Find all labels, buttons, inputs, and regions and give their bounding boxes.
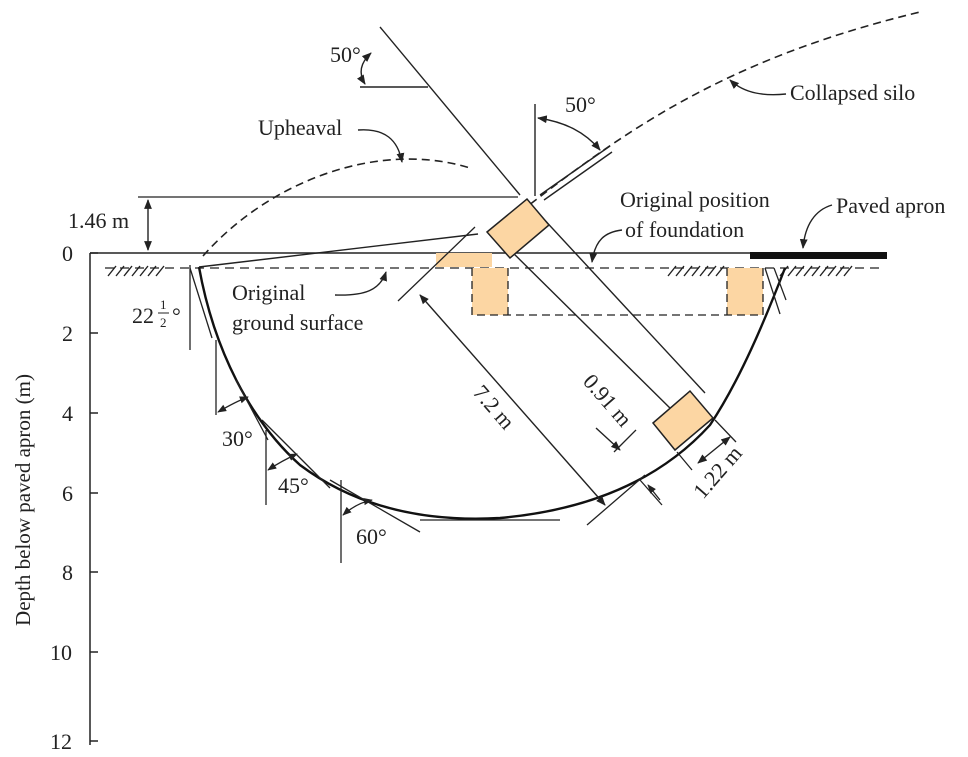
upheaved-soil-line (198, 233, 479, 268)
angle-22-deg: ° (172, 303, 181, 328)
upheaval-curve (202, 158, 471, 257)
tick-label-4: 4 (62, 401, 73, 426)
tick-label-2: 2 (62, 321, 73, 346)
angle-50-right-label: 50° (565, 92, 596, 117)
tick-label-6: 6 (62, 481, 73, 506)
dim-146-label: 1.46 m (68, 208, 129, 233)
angle-60-label: 60° (356, 524, 387, 549)
angle-45-label: 45° (278, 473, 309, 498)
ground-hatching-left (107, 265, 165, 277)
dim-091-label: 0.91 m (578, 369, 637, 432)
tilt-reference-line-left (379, 26, 521, 196)
original-ground-label-1: Original (232, 280, 305, 305)
right-scarp-line (764, 267, 781, 315)
axis-title: Depth below paved apron (m) (11, 374, 35, 626)
tick-label-10: 10 (50, 640, 72, 665)
angle-22-num: 1 (160, 297, 167, 312)
original-ground-leader (334, 271, 387, 296)
tilted-foundation-top (485, 197, 551, 260)
dim-72-arrow (419, 294, 606, 506)
collapsed-silo-curve (519, 11, 921, 213)
paved-apron-leader (799, 204, 833, 249)
dim-122-arrow (697, 436, 731, 464)
original-ground-label-2: ground surface (232, 310, 363, 335)
angle-50-left-label: 50° (330, 42, 361, 67)
original-position-label-2: of foundation (625, 217, 744, 242)
dim-091-arrow (595, 427, 621, 451)
collapsed-silo-leader (729, 79, 787, 96)
angle-30-label: 30° (222, 426, 253, 451)
dim-72-label: 7.2 m (468, 380, 520, 434)
angle-60-marker (329, 479, 560, 563)
ground-hatching-right (667, 265, 853, 277)
paved-apron (750, 252, 887, 259)
angle-22-whole: 22 (132, 303, 154, 328)
angle-45-marker (261, 419, 331, 505)
paved-apron-label: Paved apron (836, 193, 945, 218)
angle-arc-50-left (357, 52, 372, 85)
angle-30-marker (215, 340, 269, 441)
failure-surface (197, 266, 787, 520)
tick-label-0: 0 (62, 241, 73, 266)
angle-22-den: 2 (160, 315, 167, 330)
dim-122-label: 1.22 m (688, 441, 747, 504)
upheaval-label: Upheaval (258, 115, 342, 140)
collapsed-silo-label: Collapsed silo (790, 80, 915, 105)
angle-arc-50-right (537, 115, 601, 151)
upheaval-leader (357, 129, 405, 163)
original-foundation (436, 253, 764, 316)
tick-label-12: 12 (50, 729, 72, 752)
tilted-foundation-bottom (651, 389, 715, 452)
tick-label-8: 8 (62, 560, 73, 585)
original-position-leader (589, 229, 623, 263)
depth-axis (89, 252, 98, 745)
original-position-label-1: Original position (620, 187, 770, 212)
